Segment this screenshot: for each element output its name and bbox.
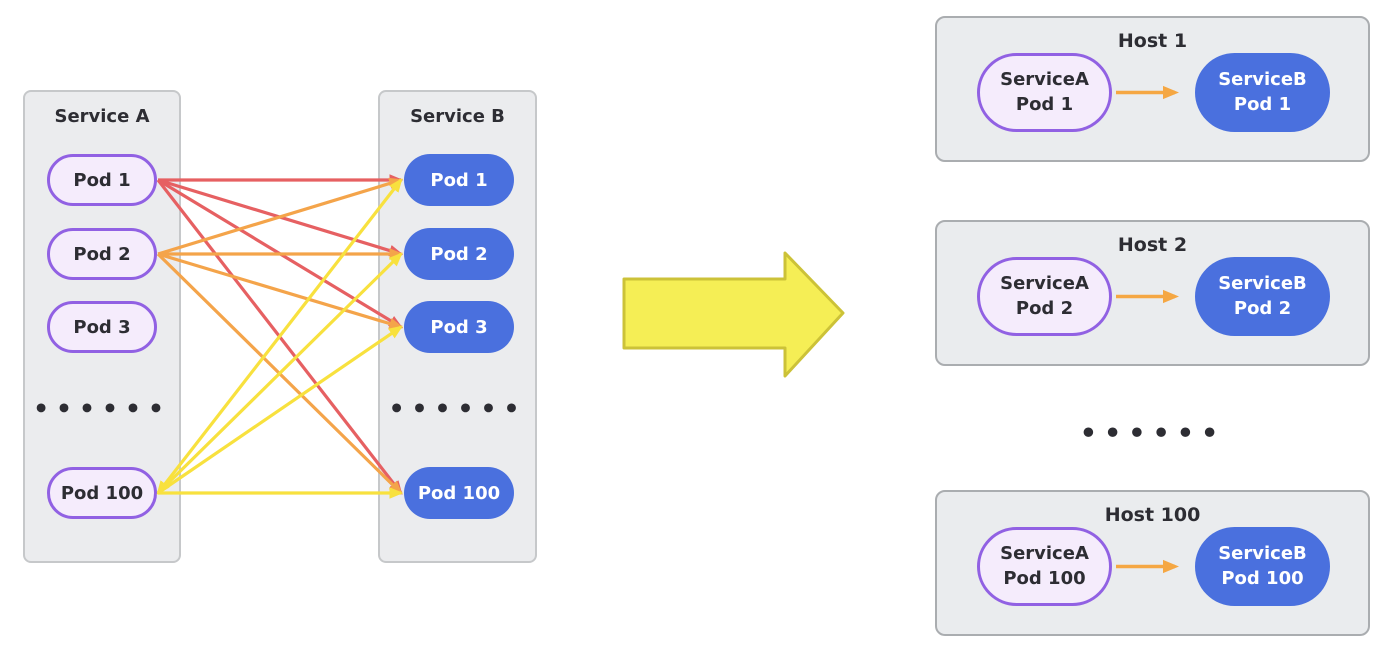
host-2-service-b-pod: ServiceB Pod 2 — [1195, 257, 1330, 336]
host-2-service-b-name: ServiceB — [1218, 273, 1307, 295]
host-2-service-b-pod-label: Pod 2 — [1233, 297, 1292, 319]
connection-a100-to-b2 — [156, 252, 403, 495]
connection-a1-to-b100 — [156, 179, 403, 495]
host-1-traffic-arrow — [1116, 85, 1179, 100]
service-a-pod-3: Pod 3 — [47, 301, 157, 353]
host-100-service-a-name: ServiceA — [1000, 543, 1089, 565]
service-a-title: Service A — [54, 106, 150, 127]
host-2-service-a-name: ServiceA — [1000, 273, 1089, 295]
service-a-pod-100: Pod 100 — [47, 467, 157, 519]
host-1-box: Host 1 ServiceA Pod 1 ServiceB Pod 1 — [935, 16, 1370, 162]
host-1-service-a-pod-label: Pod 1 — [1015, 93, 1074, 115]
service-a-ellipsis: •••••• — [33, 394, 171, 423]
connection-a2-to-b3 — [157, 252, 404, 330]
connection-a100-to-b1 — [156, 178, 403, 495]
service-b-ellipsis: •••••• — [388, 394, 527, 423]
host-1-service-b-pod: ServiceB Pod 1 — [1195, 53, 1330, 132]
host-2-service-a-pod: ServiceA Pod 2 — [977, 257, 1112, 336]
host-100-service-a-pod-label: Pod 100 — [1003, 567, 1086, 589]
service-b-pod-2: Pod 2 — [404, 228, 514, 280]
host-2-traffic-arrow — [1116, 289, 1179, 304]
service-b-pod-1: Pod 1 — [404, 154, 514, 206]
connection-a100-to-b3 — [157, 325, 403, 495]
transform-arrow — [622, 251, 845, 378]
host-1-title: Host 1 — [1117, 30, 1188, 52]
host-2-service-a-pod-label: Pod 2 — [1015, 297, 1074, 319]
host-100-title: Host 100 — [1104, 504, 1201, 526]
host-1-service-a-name: ServiceA — [1000, 69, 1089, 91]
host-1-service-a-pod: ServiceA Pod 1 — [977, 53, 1112, 132]
host-100-service-b-pod-label: Pod 100 — [1221, 567, 1304, 589]
service-a-pod-1: Pod 1 — [47, 154, 157, 206]
host-100-service-b-name: ServiceB — [1218, 543, 1307, 565]
connection-a1-to-b2 — [157, 178, 404, 257]
host-1-service-b-pod-label: Pod 1 — [1233, 93, 1292, 115]
host-100-service-b-pod: ServiceB Pod 100 — [1195, 527, 1330, 606]
connection-a2-to-b100 — [156, 252, 403, 495]
service-a-pod-2: Pod 2 — [47, 228, 157, 280]
hosts-ellipsis: •••••• — [1079, 418, 1226, 449]
host-2-title: Host 2 — [1117, 234, 1188, 256]
connection-a1-to-b3 — [157, 178, 403, 329]
host-100-traffic-arrow — [1116, 559, 1179, 574]
service-b-pod-3: Pod 3 — [404, 301, 514, 353]
host-2-box: Host 2 ServiceA Pod 2 ServiceB Pod 2 — [935, 220, 1370, 366]
service-b-title: Service B — [410, 106, 505, 127]
connection-a2-to-b1 — [157, 177, 404, 256]
transform-arrow-shape — [622, 251, 845, 378]
service-b-pod-100: Pod 100 — [404, 467, 514, 519]
host-1-service-b-name: ServiceB — [1218, 69, 1307, 91]
host-100-box: Host 100 ServiceA Pod 100 ServiceB Pod 1… — [935, 490, 1370, 636]
host-100-service-a-pod: ServiceA Pod 100 — [977, 527, 1112, 606]
